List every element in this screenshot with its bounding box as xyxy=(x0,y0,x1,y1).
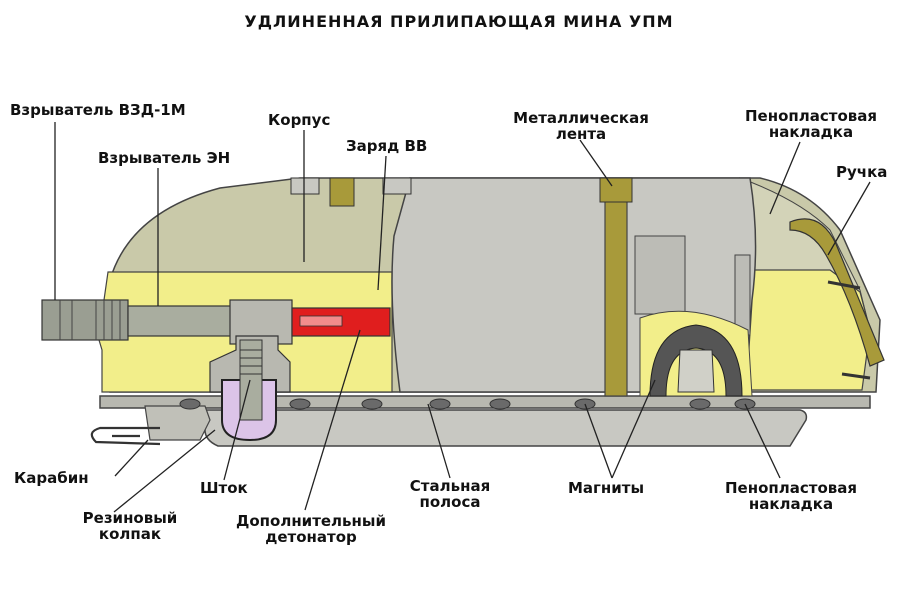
label-steel-strip: Стальная полоса xyxy=(409,477,491,511)
bottom-foam-pad xyxy=(204,409,808,447)
handle xyxy=(789,218,885,367)
magnet-feet xyxy=(179,398,756,410)
top-clip-left xyxy=(290,177,412,207)
label-carabiner: Карабин xyxy=(14,469,89,487)
label-rod: Шток xyxy=(200,479,248,497)
metal-band xyxy=(604,181,628,397)
label-metal-band: Металлическая лента xyxy=(513,109,649,143)
label-handle: Ручка xyxy=(836,163,888,181)
handle-bracket xyxy=(827,280,871,380)
carabiner xyxy=(90,426,161,446)
label-charge: Заряд ВВ xyxy=(346,137,428,155)
fuze-vzd-body xyxy=(41,299,129,341)
label-fuze-vzd: Взрыватель ВЗД-1М xyxy=(10,101,186,119)
fuze-en-body xyxy=(127,305,237,337)
rod xyxy=(239,339,263,421)
diagram-title: УДЛИНЕННАЯ ПРИЛИПАЮЩАЯ МИНА УПМ xyxy=(244,12,674,31)
label-rubber-cap: Резиновый колпак xyxy=(82,509,178,543)
rod-spring xyxy=(240,349,262,375)
top-clip-right xyxy=(599,177,633,203)
label-magnets: Магниты xyxy=(568,479,645,497)
fuze-vzd-threads xyxy=(59,300,121,340)
label-foam-top: Пенопластовая накладка xyxy=(744,107,877,141)
label-extra-detonator: Дополнительный детонатор xyxy=(236,512,386,546)
detonator-inner xyxy=(299,315,343,327)
magnet-core xyxy=(677,349,715,393)
inner-block-2 xyxy=(734,254,751,336)
label-fuze-en: Взрыватель ЭН xyxy=(98,149,231,167)
leader-lines xyxy=(54,122,871,513)
inner-block xyxy=(634,235,686,315)
label-body: Корпус xyxy=(268,111,331,129)
label-foam-bottom: Пенопластовая накладка xyxy=(724,479,857,513)
carabiner-mount xyxy=(144,405,211,441)
